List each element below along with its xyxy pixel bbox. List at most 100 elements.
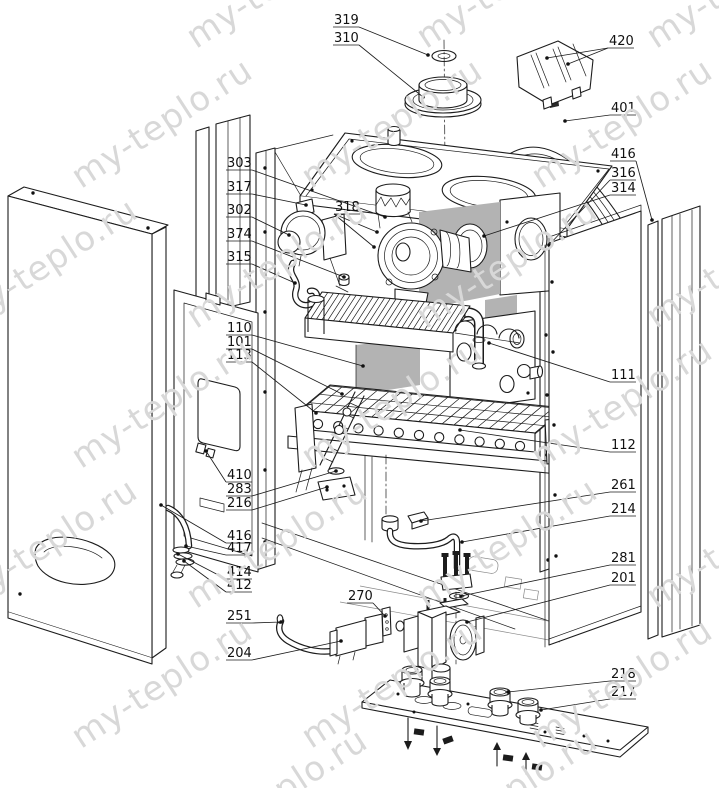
- leader-line-251: [251, 621, 282, 624]
- part-label-412: 412: [227, 578, 252, 593]
- leader-line-217: [540, 698, 611, 711]
- part-label-310: 310: [334, 31, 359, 46]
- leader-line-214: [461, 515, 611, 543]
- part-label-204: 204: [227, 646, 252, 661]
- leader-line-218: [507, 680, 611, 693]
- front-panel-face: [7, 195, 153, 659]
- part-label-113: 113: [227, 348, 252, 363]
- mounting-bracket: [516, 40, 594, 110]
- part-label-314: 314: [611, 181, 636, 196]
- gasket-281: [448, 592, 470, 600]
- leader-line-283: [251, 470, 337, 497]
- leader-line-317: [251, 193, 307, 206]
- leader-line-318: [333, 213, 378, 233]
- leader-line-412: [183, 560, 227, 593]
- part-label-110: 110: [227, 321, 252, 336]
- screw-arrows: [404, 717, 543, 775]
- electrode-bracket: [317, 476, 356, 501]
- part-label-302: 302: [227, 203, 252, 218]
- rear-insulation-panel: [356, 337, 420, 395]
- left-strip-panel: [195, 126, 210, 314]
- air-pressure-switch: [277, 198, 349, 293]
- burner-left-bracket: [294, 403, 317, 473]
- leader-line-111: [488, 342, 611, 383]
- manifold-union: [515, 697, 541, 726]
- part-label-317: 317: [227, 180, 252, 195]
- bottom-manifold: [361, 665, 649, 775]
- pipe-flange: [440, 573, 473, 591]
- leader-line-315: [251, 263, 296, 284]
- part-label-420: 420: [609, 34, 634, 49]
- part-label-201: 201: [611, 571, 636, 586]
- part-label-401: 401: [611, 101, 636, 116]
- leader-line-310: [358, 44, 424, 98]
- right-side-panels: [544, 204, 701, 648]
- part-label-316: 316: [611, 166, 636, 181]
- part-label-281: 281: [611, 551, 636, 566]
- leader-line-417: [185, 545, 227, 556]
- leader-line-302: [251, 216, 290, 236]
- spacer-strip-270: [381, 606, 392, 637]
- copper-pipe-251: [276, 614, 336, 655]
- part-label-414: 414: [227, 565, 252, 580]
- hose-fitting: [338, 273, 350, 287]
- leader-line-113: [251, 361, 317, 414]
- part-label-251: 251: [227, 609, 252, 624]
- leader-line-303: [251, 169, 386, 218]
- leader-line-201: [466, 584, 611, 623]
- leader-line-414: [177, 553, 227, 580]
- part-label-218: 218: [611, 667, 636, 682]
- leader-line-112: [459, 429, 611, 453]
- leader-line-374: [251, 240, 345, 278]
- top-stub: [387, 129, 401, 147]
- manifold-union: [427, 676, 453, 707]
- part-label-319: 319: [334, 13, 359, 28]
- part-label-416: 416: [611, 147, 636, 162]
- part-label-315: 315: [227, 250, 252, 265]
- part-label-303: 303: [227, 156, 252, 171]
- gas-pipe-assembly: [381, 454, 473, 600]
- leader-line-410: [205, 450, 227, 483]
- handle-recess: [34, 536, 116, 585]
- part-label-417: 417: [227, 541, 252, 556]
- right-outer-panel: [661, 205, 701, 638]
- part-label-374: 374: [227, 227, 252, 242]
- leader-line-416: [635, 160, 653, 221]
- leader-line-319: [358, 26, 429, 56]
- leader-line-281: [460, 564, 611, 597]
- leader-line-420: [567, 47, 609, 65]
- part-label-111: 111: [611, 368, 636, 383]
- leader-line-261: [420, 491, 611, 522]
- inner-door: [173, 289, 259, 573]
- part-label-112: 112: [611, 438, 636, 453]
- leader-line-270: [372, 602, 386, 617]
- leader-line-314: [483, 194, 611, 237]
- part-label-214: 214: [611, 502, 636, 517]
- part-label-217: 217: [611, 685, 636, 700]
- part-label-410: 410: [227, 468, 252, 483]
- left-strip-panel-2: [215, 114, 251, 311]
- leader-line-216: [251, 486, 328, 511]
- front-panel-side-face: [151, 226, 167, 659]
- leader-line-204: [251, 640, 342, 661]
- fan-assembly: [375, 183, 472, 304]
- solenoid-204: [329, 613, 384, 665]
- door-window: [197, 378, 241, 452]
- leader-line-101: [251, 348, 343, 395]
- leader-line-420: [546, 47, 609, 59]
- part-label-283: 283: [227, 482, 252, 497]
- pressure-hose: [287, 259, 321, 309]
- right-outer-strip: [647, 220, 659, 640]
- manifold-union: [399, 665, 425, 698]
- leader-line-316: [548, 179, 611, 246]
- part-label-261: 261: [611, 478, 636, 493]
- leader-line-416: [160, 504, 227, 544]
- gas-valve: [395, 591, 485, 685]
- leader-line-110: [251, 334, 364, 367]
- part-label-216: 216: [227, 496, 252, 511]
- leader-line-318: [333, 213, 375, 248]
- part-label-416: 416: [227, 529, 252, 544]
- heat-exchanger: [304, 291, 521, 353]
